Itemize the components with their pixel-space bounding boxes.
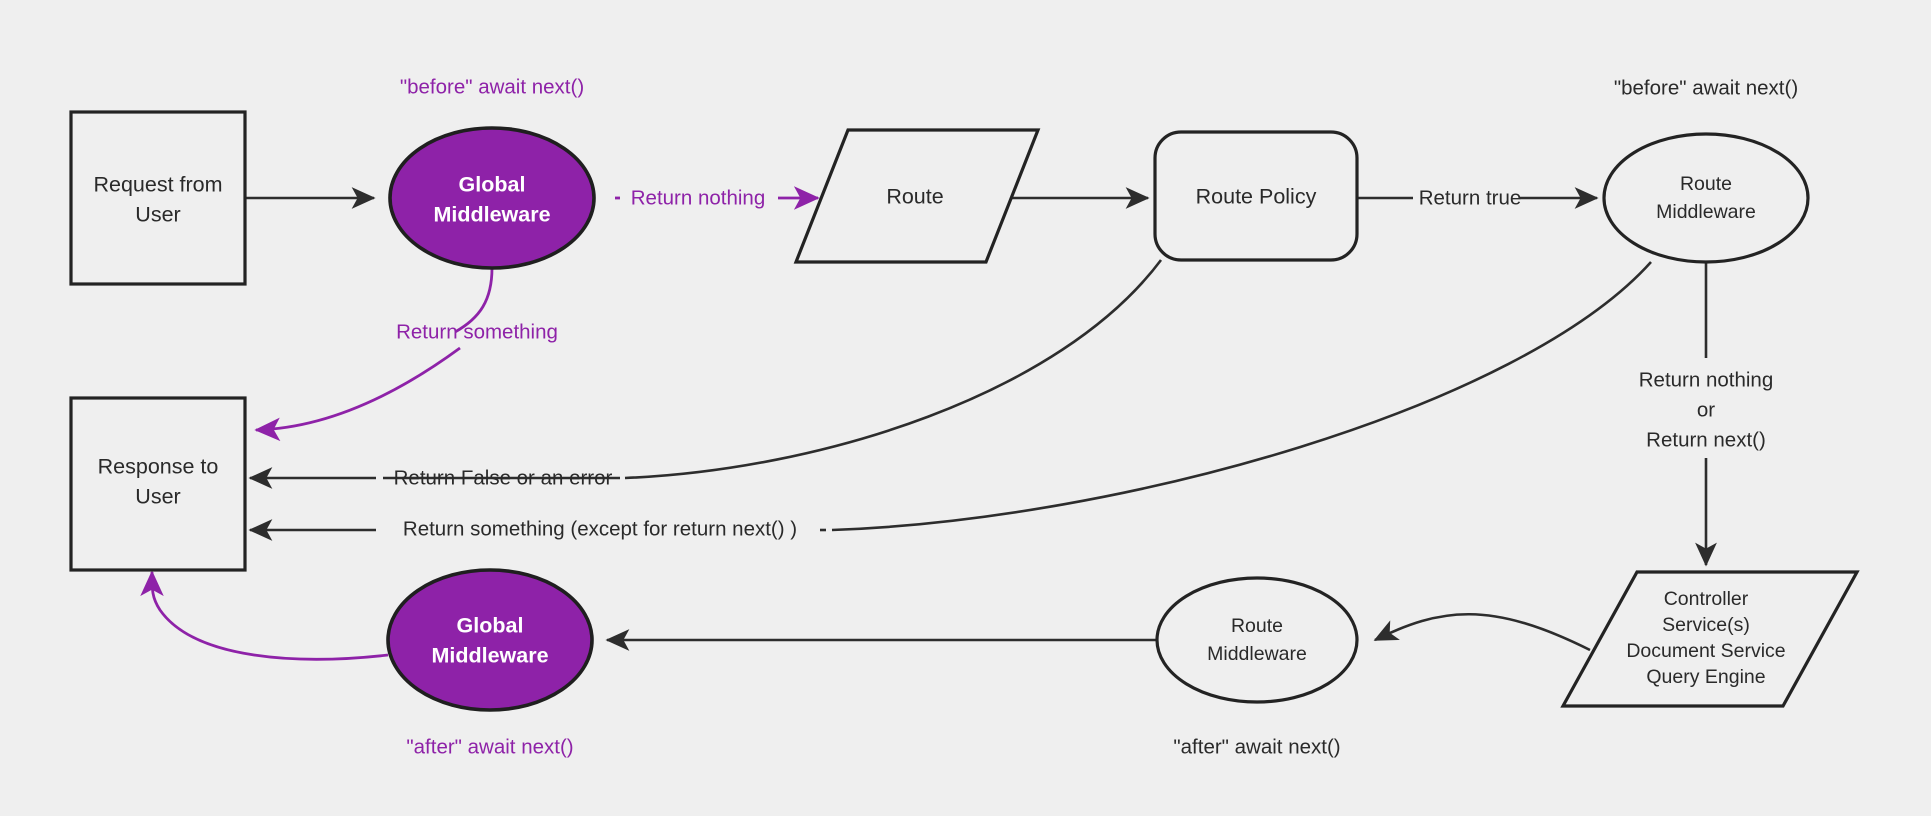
global-middleware-bottom-shape bbox=[386, 568, 594, 712]
controller-services-label-line4: Query Engine bbox=[1646, 666, 1765, 688]
edge-label-or: or bbox=[1697, 398, 1715, 421]
request-from-user-label-line1: Request from bbox=[93, 173, 222, 197]
edge-route-middleware-to-response-curve bbox=[831, 261, 1652, 532]
annotation-after-await-next-global: "after" await next() bbox=[406, 735, 573, 758]
edge-global-to-response-upper bbox=[454, 267, 494, 334]
response-to-user-label-line1: Response to bbox=[98, 455, 219, 479]
edge-label-return-true: Return true bbox=[1419, 186, 1522, 209]
response-to-user-label-line2: User bbox=[135, 485, 180, 509]
node-controller-services[interactable]: Controller Service(s) Document Service Q… bbox=[1560, 570, 1860, 708]
route-label: Route bbox=[886, 185, 943, 209]
route-policy-shape bbox=[1153, 130, 1359, 262]
global-middleware-bottom-label-line1: Global bbox=[457, 614, 524, 638]
controller-services-label-line3: Document Service bbox=[1626, 640, 1785, 662]
route-middleware-bottom-label-line2: Middleware bbox=[1207, 643, 1307, 665]
route-policy-label: Route Policy bbox=[1196, 185, 1317, 209]
node-response-to-user[interactable]: Response to User bbox=[69, 396, 247, 572]
route-middleware-bottom-shape bbox=[1155, 576, 1359, 704]
annotation-before-await-next-route: "before" await next() bbox=[1614, 76, 1798, 99]
edge-label-return-nothing: Return nothing bbox=[631, 186, 765, 209]
node-route-policy[interactable]: Route Policy bbox=[1153, 130, 1359, 262]
edge-label-return-next: Return next() bbox=[1646, 428, 1766, 451]
route-middleware-top-label-line2: Middleware bbox=[1656, 201, 1756, 223]
edge-global-to-response bbox=[254, 346, 461, 442]
global-middleware-top-label-line2: Middleware bbox=[433, 203, 550, 227]
node-global-middleware-bottom[interactable]: Global Middleware bbox=[386, 568, 594, 712]
route-shape bbox=[793, 128, 1041, 264]
controller-services-label-line1: Controller bbox=[1664, 588, 1749, 610]
route-middleware-bottom-label-line1: Route bbox=[1231, 615, 1283, 637]
annotation-before-await-next-global: "before" await next() bbox=[400, 75, 584, 98]
controller-services-label-line2: Service(s) bbox=[1662, 614, 1750, 636]
edge-label-return-something-except-next: Return something (except for return next… bbox=[403, 517, 797, 540]
request-from-user-shape bbox=[69, 110, 247, 286]
controller-services-shape bbox=[1560, 570, 1860, 708]
node-request-from-user[interactable]: Request from User bbox=[69, 110, 247, 286]
global-middleware-top-shape bbox=[388, 126, 596, 270]
edge-policy-to-response-curve bbox=[624, 259, 1163, 480]
edge-label-return-something: Return something bbox=[396, 320, 558, 343]
route-middleware-top-shape bbox=[1602, 132, 1810, 264]
edge-controller-to-route-middleware-bottom bbox=[1373, 612, 1591, 652]
edge-global-bottom-to-response bbox=[140, 570, 389, 661]
response-to-user-shape bbox=[69, 396, 247, 572]
node-global-middleware-top[interactable]: Global Middleware bbox=[388, 126, 596, 270]
request-from-user-label-line2: User bbox=[135, 203, 180, 227]
edge-label-return-nothing-line1: Return nothing bbox=[1639, 368, 1773, 391]
global-middleware-bottom-label-line2: Middleware bbox=[431, 644, 548, 668]
route-middleware-top-label-line1: Route bbox=[1680, 173, 1732, 195]
annotation-after-await-next-route: "after" await next() bbox=[1173, 735, 1340, 758]
node-route-middleware-top[interactable]: Route Middleware bbox=[1602, 132, 1810, 264]
global-middleware-top-label-line1: Global bbox=[459, 173, 526, 197]
node-route-middleware-bottom[interactable]: Route Middleware bbox=[1155, 576, 1359, 704]
edge-label-return-false-or-error: Return False or an error bbox=[394, 466, 613, 489]
node-route[interactable]: Route bbox=[793, 128, 1041, 264]
